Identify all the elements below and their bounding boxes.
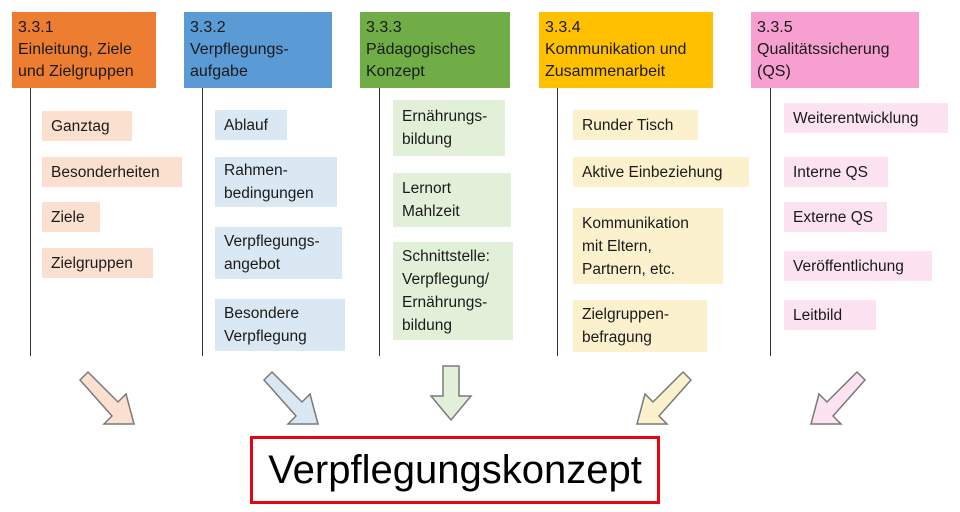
item-ablauf: Ablauf [215, 110, 287, 140]
column-header-paedagogisches-konzept: 3.3.3 Pädagogisches Konzept [360, 12, 510, 88]
item-ganztag: Ganztag [42, 111, 132, 141]
arrow-down-icon [429, 365, 473, 422]
result-box: Verpflegungskonzept [250, 436, 660, 504]
item-externe-qs: Externe QS [784, 202, 887, 232]
column-line [770, 88, 771, 356]
column-line [30, 88, 31, 356]
item-zielgruppen: Zielgruppen [42, 248, 153, 278]
item-ziele: Ziele [42, 202, 100, 232]
item-zielgruppenbefragung: Zielgruppen- befragung [573, 300, 707, 352]
item-rahmenbedingungen: Rahmen- bedingungen [215, 157, 337, 207]
arrow-down-right-icon [78, 370, 135, 425]
column-header-qualitaetssicherung: 3.3.5 Qualitätssicherung (QS) [751, 12, 919, 88]
column-line [202, 88, 203, 356]
item-besondere-verpflegung: Besondere Verpflegung [215, 299, 345, 351]
item-lernort-mahlzeit: Lernort Mahlzeit [393, 173, 511, 227]
column-header-einleitung: 3.3.1 Einleitung, Ziele und Zielgruppen [12, 12, 156, 88]
arrow-down-right-icon [262, 370, 319, 425]
item-interne-qs: Interne QS [784, 157, 888, 187]
column-line [379, 88, 380, 356]
item-verpflegungsangebot: Verpflegungs- angebot [215, 227, 342, 279]
item-weiterentwicklung: Weiterentwicklung [784, 103, 948, 133]
column-line [557, 88, 558, 356]
item-kommunikation-eltern: Kommunikation mit Eltern, Partnern, etc. [573, 208, 723, 284]
item-schnittstelle: Schnittstelle: Verpflegung/ Ernährungs- … [393, 242, 513, 340]
arrow-down-left-icon [636, 370, 693, 425]
arrow-down-left-icon [810, 370, 867, 425]
item-veroeffentlichung: Veröffentlichung [784, 251, 932, 281]
item-besonderheiten: Besonderheiten [42, 157, 182, 187]
item-ernaehrungsbildung: Ernährungs- bildung [393, 100, 505, 156]
column-header-kommunikation: 3.3.4 Kommunikation und Zusammenarbeit [539, 12, 713, 88]
item-aktive-einbeziehung: Aktive Einbeziehung [573, 157, 749, 187]
column-header-verpflegungsaufgabe: 3.3.2 Verpflegungs- aufgabe [184, 12, 332, 88]
item-runder-tisch: Runder Tisch [573, 110, 698, 140]
item-leitbild: Leitbild [784, 300, 876, 330]
